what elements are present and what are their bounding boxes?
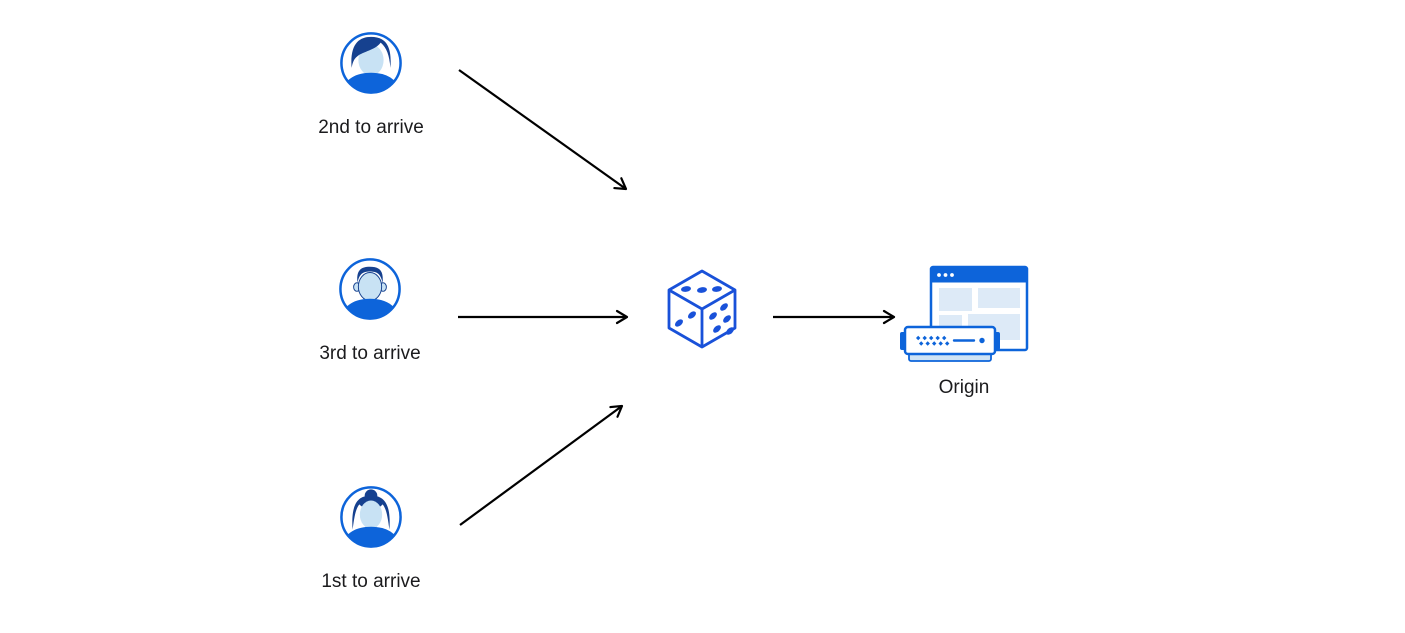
browser-titlebar — [931, 267, 1027, 283]
client-label: 2nd to arrive — [318, 117, 424, 138]
arrow-2nd-to-dice — [458, 69, 628, 191]
dice-icon — [667, 269, 737, 349]
randomizer-node — [666, 268, 738, 355]
server-icon — [900, 325, 1000, 362]
user-avatar-icon — [339, 258, 401, 320]
origin-server-icon — [900, 265, 1029, 362]
client-label: 3rd to arrive — [319, 343, 421, 364]
client-label: 1st to arrive — [321, 571, 421, 592]
client-node-1st: 1st to arrive — [291, 485, 451, 593]
origin-node: Origin — [898, 262, 1030, 399]
client-node-3rd: 3rd to arrive — [290, 257, 450, 365]
arrow-1st-to-dice — [459, 404, 624, 526]
user-avatar-icon — [340, 486, 402, 548]
origin-label: Origin — [938, 377, 990, 398]
user-avatar-icon — [340, 32, 402, 94]
client-node-2nd: 2nd to arrive — [291, 31, 451, 139]
